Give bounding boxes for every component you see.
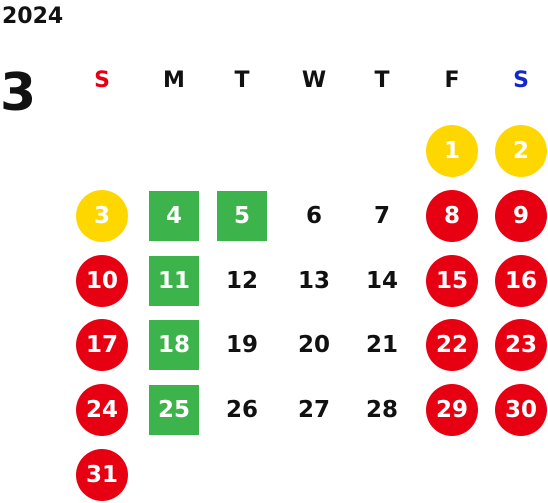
day-18[interactable]: 18 xyxy=(149,320,199,370)
day-22[interactable]: 22 xyxy=(426,319,478,371)
day-9[interactable]: 9 xyxy=(495,190,547,242)
weekday-thu: T xyxy=(374,68,390,93)
day-13[interactable]: 13 xyxy=(297,268,330,294)
day-6[interactable]: 6 xyxy=(305,203,322,229)
weekday-tue: T xyxy=(234,68,250,93)
day-1[interactable]: 1 xyxy=(426,125,478,177)
day-11[interactable]: 11 xyxy=(149,256,199,306)
day-20[interactable]: 20 xyxy=(297,332,330,358)
day-23[interactable]: 23 xyxy=(495,319,547,371)
day-14[interactable]: 14 xyxy=(365,268,398,294)
day-3[interactable]: 3 xyxy=(76,190,128,242)
day-24[interactable]: 24 xyxy=(76,384,128,436)
day-19[interactable]: 19 xyxy=(225,332,258,358)
day-29[interactable]: 29 xyxy=(426,384,478,436)
weekday-mon: M xyxy=(163,68,185,93)
day-17[interactable]: 17 xyxy=(76,319,128,371)
day-26[interactable]: 26 xyxy=(225,397,258,423)
calendar-month: 3 xyxy=(0,63,37,123)
day-15[interactable]: 15 xyxy=(426,255,478,307)
day-5[interactable]: 5 xyxy=(217,191,267,241)
day-31[interactable]: 31 xyxy=(76,449,128,501)
day-10[interactable]: 10 xyxy=(76,255,128,307)
day-2[interactable]: 2 xyxy=(495,125,547,177)
day-30[interactable]: 30 xyxy=(495,384,547,436)
day-4[interactable]: 4 xyxy=(149,191,199,241)
calendar-year: 2024 xyxy=(2,4,64,29)
day-27[interactable]: 27 xyxy=(297,397,330,423)
day-7[interactable]: 7 xyxy=(373,203,390,229)
weekday-sun: S xyxy=(94,68,110,93)
day-28[interactable]: 28 xyxy=(365,397,398,423)
day-16[interactable]: 16 xyxy=(495,255,547,307)
day-21[interactable]: 21 xyxy=(365,332,398,358)
weekday-fri: F xyxy=(444,68,460,93)
weekday-wed: W xyxy=(301,68,327,93)
day-12[interactable]: 12 xyxy=(225,268,258,294)
day-25[interactable]: 25 xyxy=(149,385,199,435)
day-8[interactable]: 8 xyxy=(426,190,478,242)
weekday-sat: S xyxy=(513,68,529,93)
